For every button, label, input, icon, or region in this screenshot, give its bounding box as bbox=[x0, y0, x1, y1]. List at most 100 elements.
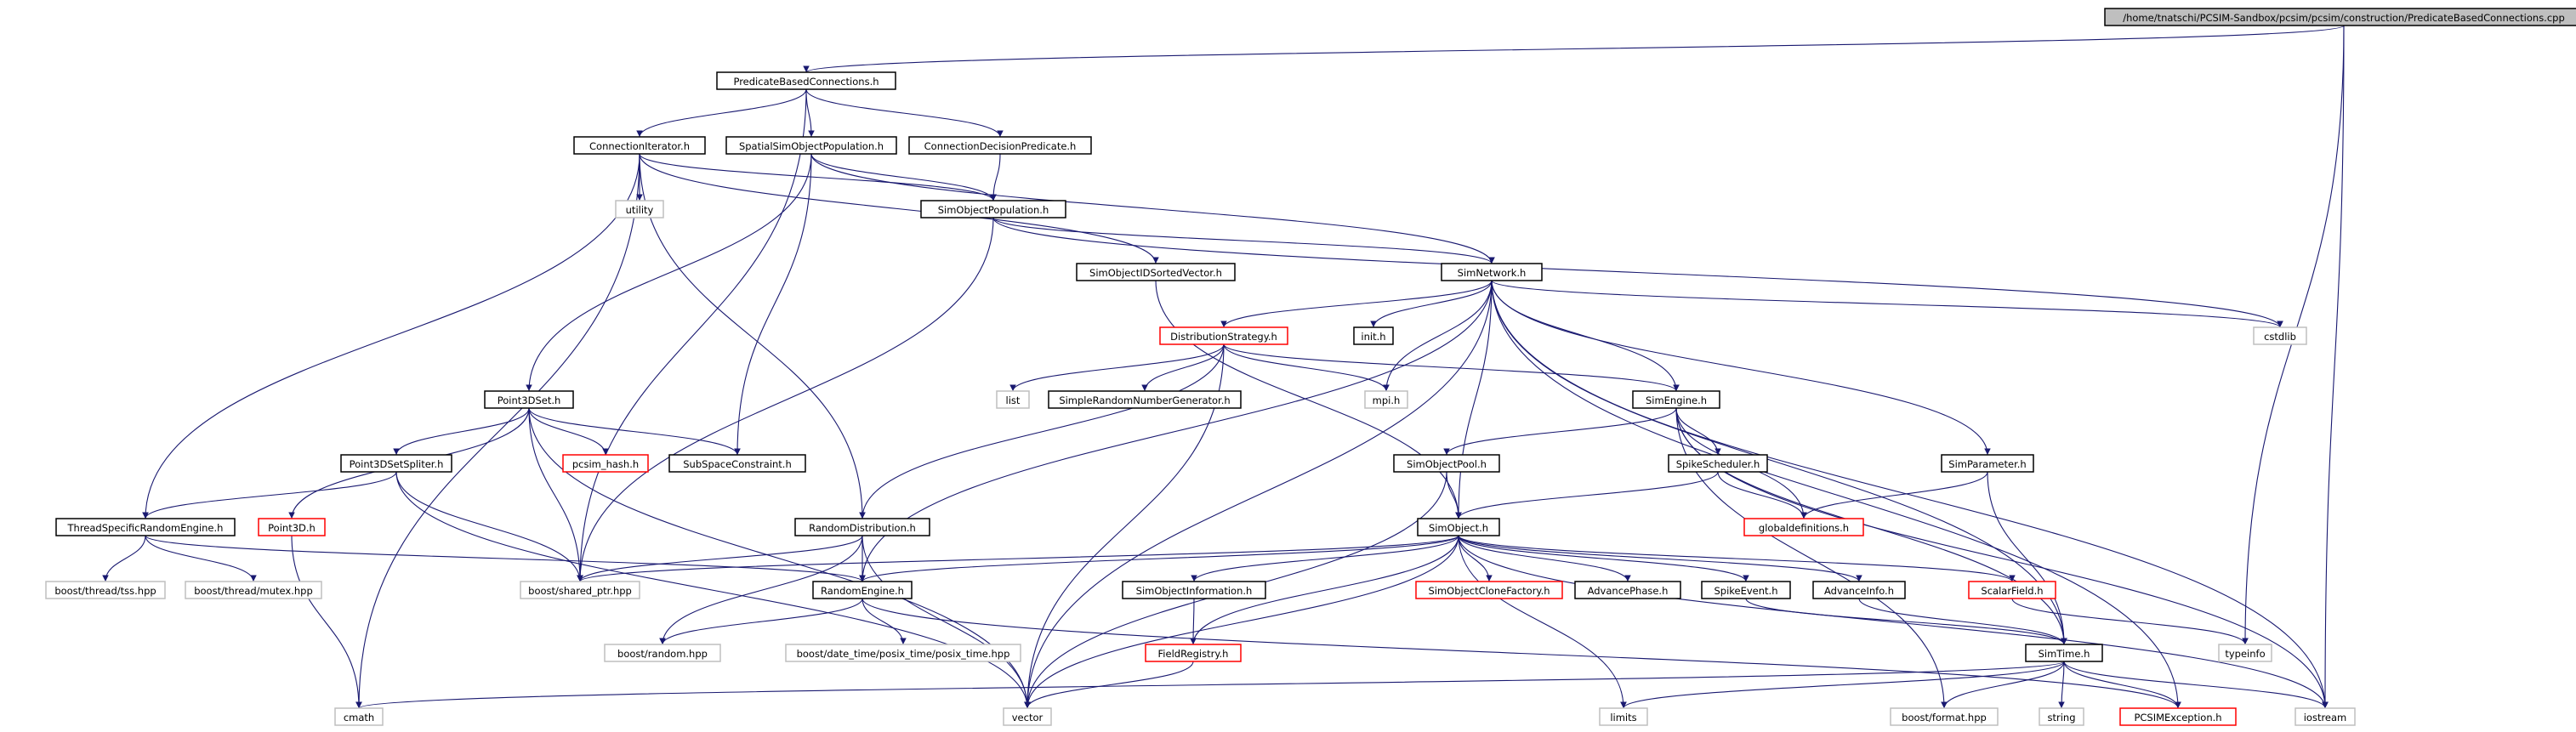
node-label: boost/shared_ptr.hpp bbox=[528, 585, 632, 597]
node-label: pcsim_hash.h bbox=[572, 458, 639, 470]
node-sidsv[interactable]: SimObjectIDSortedVector.h bbox=[1076, 263, 1236, 281]
node-box bbox=[258, 518, 326, 536]
node-simobject[interactable]: SimObject.h bbox=[1417, 518, 1500, 536]
node-label: SimObject.h bbox=[1429, 522, 1488, 534]
node-simobjpool[interactable]: SimObjectPool.h bbox=[1393, 454, 1500, 473]
node-box bbox=[1599, 707, 1648, 726]
node-subspace[interactable]: SubSpaceConstraint.h bbox=[668, 454, 806, 473]
node-tss: boost/thread/tss.hpp bbox=[45, 581, 166, 599]
node-randdist[interactable]: RandomDistribution.h bbox=[794, 518, 930, 536]
node-box bbox=[2039, 707, 2084, 726]
edge-simobject-to-spikeevent bbox=[1458, 535, 1749, 582]
node-label: PredicateBasedConnections.h bbox=[733, 76, 879, 88]
edge-simnet-to-pcsimexc bbox=[1491, 280, 2181, 709]
edge-conniter-to-tsre bbox=[142, 153, 640, 519]
node-diststrat[interactable]: DistributionStrategy.h bbox=[1159, 326, 1288, 345]
edge-p3dspliter-to-sharedptr bbox=[395, 471, 583, 582]
edge-simnet-to-mpi bbox=[1383, 280, 1493, 392]
node-point3d[interactable]: Point3D.h bbox=[258, 518, 326, 536]
edge-simnet-to-vector bbox=[1024, 280, 1493, 709]
node-simplerng[interactable]: SimpleRandomNumberGenerator.h bbox=[1048, 390, 1242, 409]
edge-simengine-to-iostream bbox=[1675, 407, 2329, 709]
edge-advinfo-to-simtime bbox=[1858, 598, 2067, 645]
edge-simnet-to-simengine bbox=[1491, 280, 1680, 392]
node-simtime[interactable]: SimTime.h bbox=[2025, 644, 2103, 662]
edge-conniter-to-sidsv bbox=[639, 153, 1159, 264]
node-socf[interactable]: SimObjectCloneFactory.h bbox=[1415, 581, 1563, 599]
node-pbc[interactable]: PredicateBasedConnections.h bbox=[716, 71, 896, 90]
node-pcsimexc[interactable]: PCSIMException.h bbox=[2119, 707, 2237, 726]
node-p3dspliter[interactable]: Point3DSetSpliter.h bbox=[340, 454, 452, 473]
node-box bbox=[340, 454, 452, 473]
node-label: utility bbox=[626, 204, 654, 216]
node-box bbox=[1812, 581, 1906, 599]
node-advinfo[interactable]: AdvanceInfo.h bbox=[1812, 581, 1906, 599]
node-simengine[interactable]: SimEngine.h bbox=[1632, 390, 1720, 409]
edge-simobject-to-limits bbox=[1458, 535, 1627, 709]
node-box bbox=[484, 390, 574, 409]
node-globaldefs[interactable]: globaldefinitions.h bbox=[1743, 518, 1864, 536]
edge-simobjpop-to-cstdlib bbox=[992, 217, 2283, 328]
node-fieldreg[interactable]: FieldRegistry.h bbox=[1145, 644, 1242, 662]
edge-simnet-to-cstdlib bbox=[1491, 280, 2283, 328]
edge-pbc-to-sspop bbox=[805, 88, 815, 138]
edge-diststrat-to-randdist bbox=[859, 343, 1225, 519]
node-box bbox=[2025, 644, 2103, 662]
node-box bbox=[1743, 518, 1864, 536]
node-label: init.h bbox=[1361, 331, 1385, 343]
node-sspop[interactable]: SpatialSimObjectPopulation.h bbox=[725, 136, 897, 155]
node-box bbox=[1393, 454, 1500, 473]
node-pcsimhash[interactable]: pcsim_hash.h bbox=[562, 454, 649, 473]
edge-simobject-to-scalarfield bbox=[1458, 535, 2016, 582]
node-conniter[interactable]: ConnectionIterator.h bbox=[573, 136, 706, 155]
node-spikesched[interactable]: SpikeScheduler.h bbox=[1668, 454, 1768, 473]
node-simobjpop[interactable]: SimObjectPopulation.h bbox=[920, 200, 1066, 218]
node-label: SimObjectIDSortedVector.h bbox=[1089, 267, 1222, 279]
node-box bbox=[1441, 263, 1543, 281]
edge-simtime-to-pcsimexc bbox=[2063, 661, 2181, 709]
node-init[interactable]: init.h bbox=[1353, 326, 1394, 345]
node-label: boost/thread/tss.hpp bbox=[54, 585, 156, 597]
node-p3dset[interactable]: Point3DSet.h bbox=[484, 390, 574, 409]
edge-simobjpop-to-sharedptr bbox=[577, 217, 994, 582]
edge-simobject-to-sharedptr bbox=[577, 535, 1459, 582]
node-box bbox=[1048, 390, 1242, 409]
node-simobjinfo[interactable]: SimObjectInformation.h bbox=[1122, 581, 1266, 599]
node-scalarfield[interactable]: ScalarField.h bbox=[1968, 581, 2056, 599]
node-label: SimParameter.h bbox=[1948, 458, 2026, 470]
edge-diststrat-to-simplerng bbox=[1141, 343, 1225, 392]
node-iostream: iostream bbox=[2295, 707, 2356, 726]
node-label: SimTime.h bbox=[2039, 648, 2090, 660]
edge-simtime-to-limits bbox=[1620, 661, 2065, 709]
node-label: RandomEngine.h bbox=[821, 585, 904, 597]
node-label: ConnectionIterator.h bbox=[589, 140, 690, 152]
edge-spikeevent-to-simtime bbox=[1745, 598, 2067, 645]
node-label: mpi.h bbox=[1373, 394, 1401, 406]
node-tsre[interactable]: ThreadSpecificRandomEngine.h bbox=[55, 518, 236, 536]
node-spikeevent[interactable]: SpikeEvent.h bbox=[1701, 581, 1791, 599]
node-box bbox=[996, 390, 1030, 409]
edge-diststrat-to-mpi bbox=[1223, 343, 1390, 392]
node-randengine[interactable]: RandomEngine.h bbox=[812, 581, 913, 599]
edge-simobject-to-advinfo bbox=[1458, 535, 1862, 582]
node-mutex: boost/thread/mutex.hpp bbox=[185, 581, 322, 599]
node-label: Point3DSetSpliter.h bbox=[350, 458, 444, 470]
node-label: boost/date_time/posix_time/posix_time.hp… bbox=[797, 648, 1010, 660]
node-box bbox=[812, 581, 913, 599]
edge-p3dset-to-pcsimhash bbox=[528, 407, 609, 456]
edge-simobject-to-advphase bbox=[1458, 535, 1631, 582]
edge-simtime-to-iostream bbox=[2063, 661, 2329, 709]
node-box bbox=[1890, 707, 1999, 726]
node-cdp[interactable]: ConnectionDecisionPredicate.h bbox=[908, 136, 1092, 155]
node-root[interactable]: /home/tnatschi/PCSIM-Sandbox/pcsim/pcsim… bbox=[2104, 8, 2576, 26]
edge-simnet-to-simtime bbox=[1491, 280, 2067, 645]
node-simparam[interactable]: SimParameter.h bbox=[1941, 454, 2034, 473]
edge-simobject-to-simobjinfo bbox=[1191, 535, 1459, 582]
node-simnet[interactable]: SimNetwork.h bbox=[1441, 263, 1543, 281]
node-box bbox=[668, 454, 806, 473]
node-advphase[interactable]: AdvancePhase.h bbox=[1574, 581, 1681, 599]
edge-sidsv-to-simobject bbox=[1155, 280, 1462, 519]
node-box bbox=[2104, 8, 2576, 26]
node-typeinfo: typeinfo bbox=[2218, 644, 2272, 662]
